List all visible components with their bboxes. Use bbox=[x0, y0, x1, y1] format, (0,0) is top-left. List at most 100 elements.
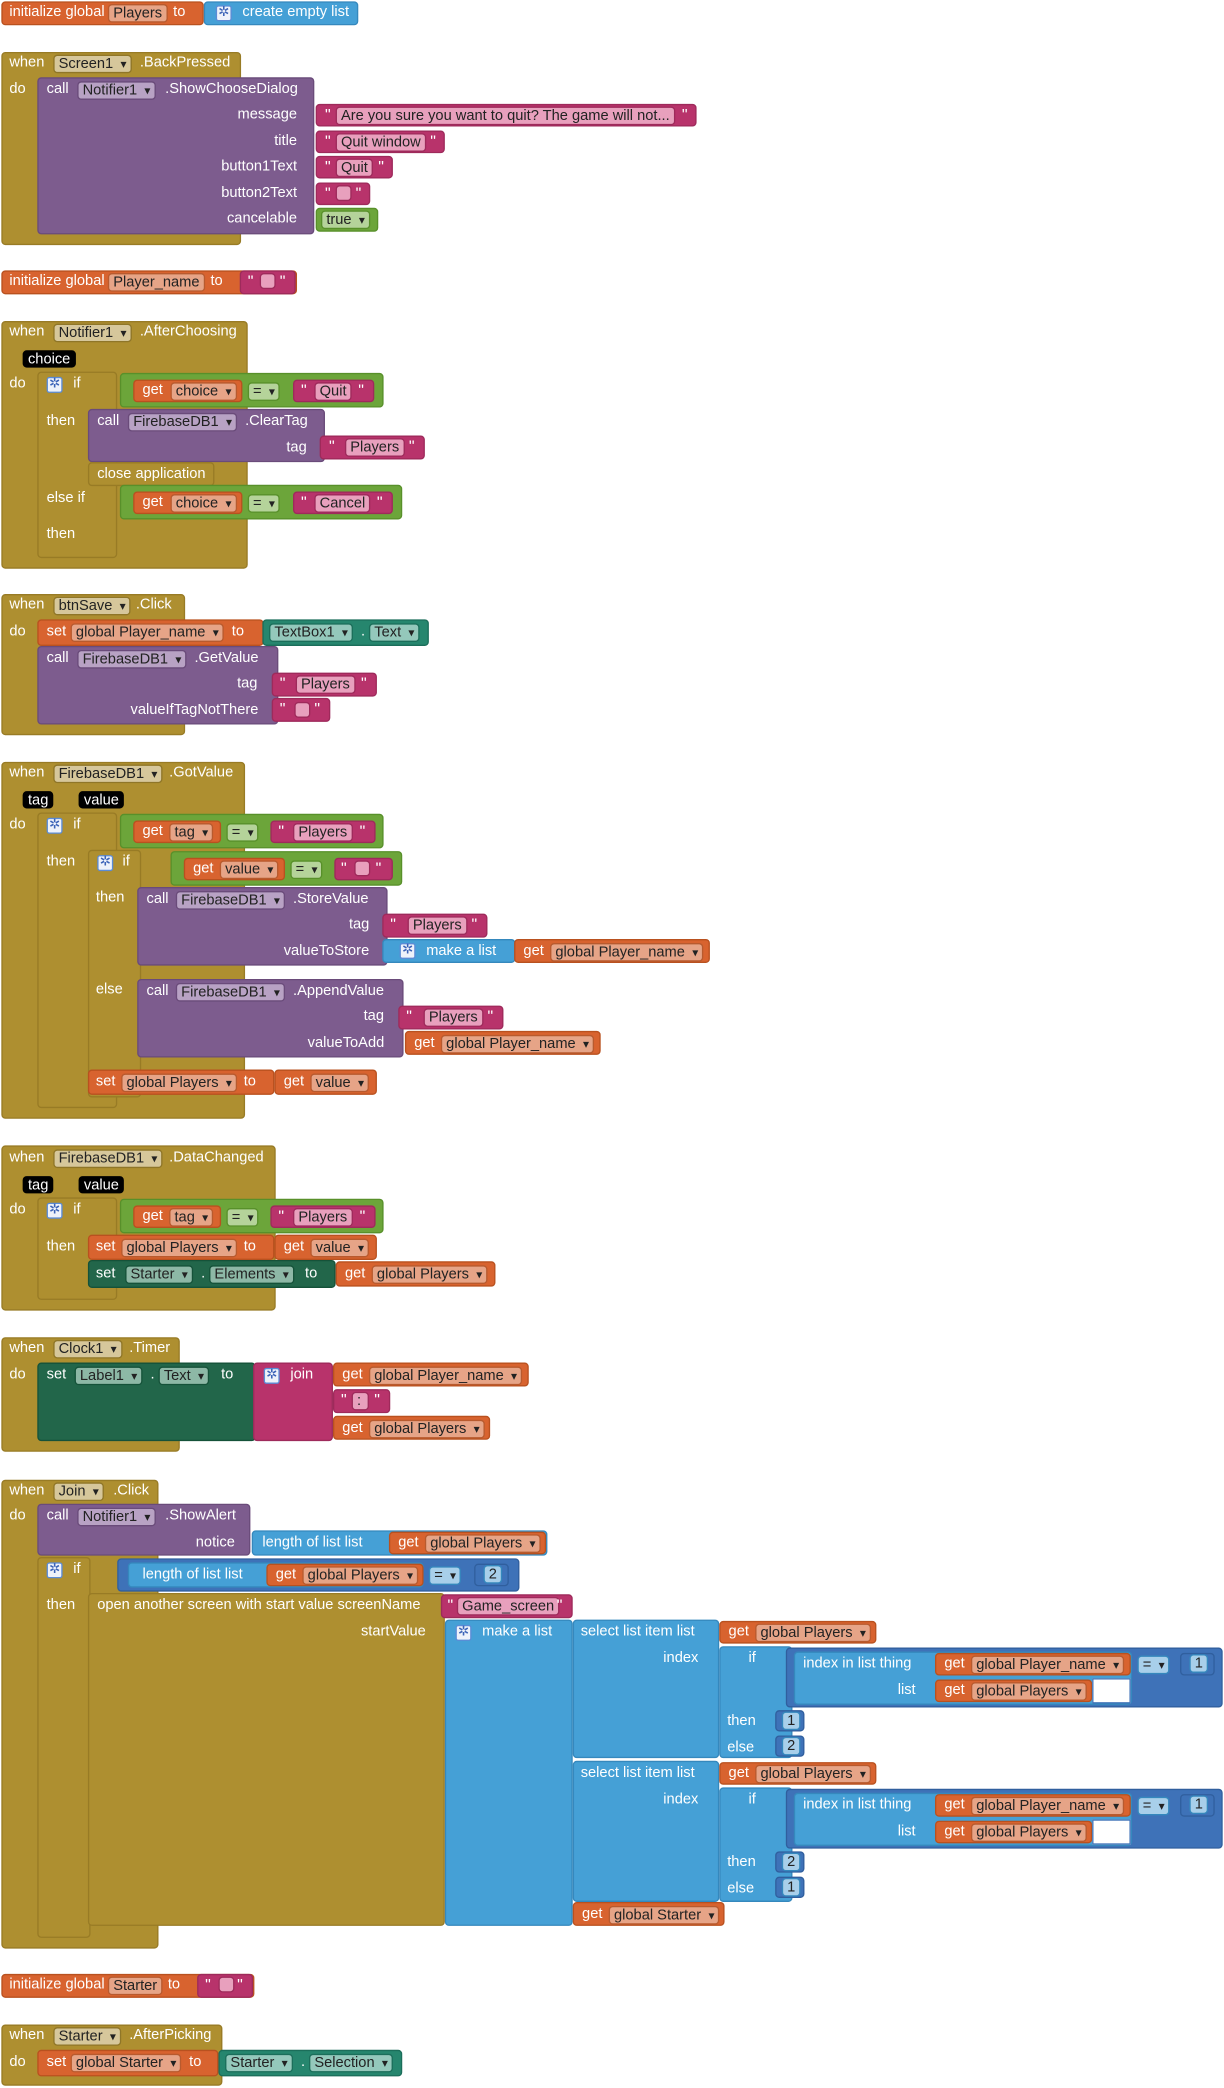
call-showalert-block[interactable] bbox=[37, 1503, 251, 1556]
mutator-gear-icon[interactable]: ✲ bbox=[97, 855, 114, 872]
create-empty-list-block[interactable] bbox=[203, 1, 359, 26]
var-dropdown[interactable]: global Starter bbox=[608, 1905, 720, 1925]
operator-dropdown[interactable]: = bbox=[226, 823, 259, 842]
mutator-gear-icon[interactable]: ✲ bbox=[263, 1367, 280, 1384]
operator-dropdown[interactable]: = bbox=[247, 382, 281, 401]
var-dropdown[interactable]: global Player_name bbox=[550, 942, 704, 962]
title-text-field[interactable]: Quit window bbox=[335, 133, 427, 152]
text-field[interactable]: Players bbox=[293, 1208, 353, 1227]
var-dropdown[interactable]: tag bbox=[169, 1208, 214, 1227]
operator-dropdown[interactable]: = bbox=[290, 860, 323, 880]
var-dropdown[interactable]: choice bbox=[170, 494, 237, 513]
text-field[interactable]: Players bbox=[423, 1008, 484, 1027]
var-dropdown[interactable]: global Players bbox=[302, 1566, 419, 1585]
param-value[interactable]: value bbox=[78, 1176, 125, 1194]
call-showchoosedialog-block[interactable] bbox=[37, 77, 315, 235]
select-list-item-block[interactable] bbox=[572, 1619, 720, 1759]
number-field[interactable]: 1 bbox=[781, 1711, 801, 1731]
mutator-gear-icon[interactable]: ✲ bbox=[46, 817, 63, 834]
component-dropdown[interactable]: Screen1 bbox=[53, 54, 132, 74]
message-text-field[interactable]: Are you sure you want to quit? The game … bbox=[335, 106, 676, 126]
open-another-screen-block[interactable] bbox=[87, 1592, 445, 1926]
number-field[interactable]: 1 bbox=[1189, 1654, 1209, 1673]
if-block[interactable] bbox=[37, 1556, 91, 1938]
var-dropdown[interactable]: global Player_name bbox=[440, 1034, 595, 1054]
var-name-starter[interactable]: Starter bbox=[107, 1976, 163, 1996]
var-dropdown[interactable]: global Players bbox=[970, 1682, 1087, 1701]
var-dropdown[interactable]: global Player_name bbox=[970, 1796, 1125, 1816]
text-field[interactable]: Players bbox=[293, 823, 353, 842]
firebase-dropdown[interactable]: FirebaseDB1 bbox=[127, 412, 238, 432]
var-dropdown[interactable]: global Players bbox=[121, 1238, 238, 1258]
select-list-item-block[interactable] bbox=[572, 1760, 720, 1902]
empty-text-field[interactable] bbox=[218, 1976, 235, 1993]
mutator-gear-icon[interactable]: ✲ bbox=[46, 376, 63, 393]
operator-dropdown[interactable]: = bbox=[1137, 1796, 1170, 1816]
component-dropdown[interactable]: Clock1 bbox=[53, 1339, 123, 1359]
empty-text-field[interactable] bbox=[335, 185, 352, 202]
text-field[interactable]: : bbox=[351, 1391, 369, 1411]
var-dropdown[interactable]: tag bbox=[169, 823, 214, 842]
var-dropdown[interactable]: choice bbox=[170, 382, 237, 401]
empty-text-field[interactable] bbox=[354, 860, 371, 877]
listpicker-dropdown[interactable]: Starter bbox=[225, 2053, 294, 2073]
property-dropdown[interactable]: Selection bbox=[309, 2053, 394, 2073]
boolean-dropdown[interactable]: true bbox=[320, 210, 371, 230]
component-dropdown[interactable]: Starter bbox=[125, 1265, 194, 1284]
property-dropdown[interactable]: Text bbox=[368, 623, 420, 642]
make-a-list-block[interactable] bbox=[444, 1619, 573, 1926]
var-dropdown[interactable]: global Starter bbox=[70, 2053, 182, 2073]
var-dropdown[interactable]: value bbox=[310, 1238, 370, 1258]
mutator-gear-icon[interactable]: ✲ bbox=[455, 1624, 472, 1641]
var-dropdown[interactable]: global Players bbox=[755, 1623, 872, 1643]
var-dropdown[interactable]: global Player_name bbox=[970, 1655, 1125, 1675]
property-dropdown[interactable]: Elements bbox=[209, 1265, 295, 1284]
if-else-block[interactable] bbox=[87, 849, 142, 1098]
component-dropdown[interactable]: Label1 bbox=[74, 1366, 143, 1386]
var-dropdown[interactable]: global Players bbox=[371, 1265, 488, 1284]
number-field[interactable]: 1 bbox=[781, 1877, 801, 1897]
mutator-gear-icon[interactable]: ✲ bbox=[399, 942, 416, 959]
operator-dropdown[interactable]: = bbox=[428, 1566, 462, 1585]
notifier-dropdown[interactable]: Notifier1 bbox=[77, 81, 156, 100]
param-tag[interactable]: tag bbox=[22, 791, 54, 809]
property-dropdown[interactable]: Text bbox=[158, 1366, 210, 1386]
empty-text-field[interactable] bbox=[259, 273, 276, 290]
var-dropdown[interactable]: global Player_name bbox=[368, 1366, 523, 1386]
param-choice[interactable]: choice bbox=[22, 350, 76, 368]
component-dropdown[interactable]: btnSave bbox=[53, 596, 132, 616]
var-dropdown[interactable]: global Players bbox=[970, 1823, 1087, 1843]
firebase-dropdown[interactable]: FirebaseDB1 bbox=[77, 649, 187, 669]
empty-text-field[interactable] bbox=[294, 701, 311, 718]
text-field[interactable]: Players bbox=[344, 438, 405, 457]
textbox-dropdown[interactable]: TextBox1 bbox=[269, 623, 354, 642]
firebase-dropdown[interactable]: FirebaseDB1 bbox=[175, 982, 286, 1002]
number-field[interactable]: 2 bbox=[483, 1564, 503, 1584]
var-name-players[interactable]: Players bbox=[107, 3, 168, 23]
operator-dropdown[interactable]: = bbox=[226, 1208, 259, 1227]
button1-text-field[interactable]: Quit bbox=[335, 158, 374, 178]
var-dropdown[interactable]: value bbox=[310, 1073, 370, 1093]
var-dropdown[interactable]: global Players bbox=[368, 1419, 485, 1439]
param-tag[interactable]: tag bbox=[22, 1176, 54, 1194]
operator-dropdown[interactable]: = bbox=[247, 494, 281, 513]
text-field[interactable]: Players bbox=[295, 675, 356, 694]
text-field[interactable]: Quit bbox=[314, 382, 352, 401]
firebase-dropdown[interactable]: FirebaseDB1 bbox=[175, 891, 286, 910]
component-dropdown[interactable]: Notifier1 bbox=[53, 323, 132, 343]
component-dropdown[interactable]: FirebaseDB1 bbox=[53, 764, 163, 784]
notifier-dropdown[interactable]: Notifier1 bbox=[77, 1507, 156, 1527]
var-dropdown[interactable]: global Player_name bbox=[70, 623, 225, 642]
mutator-gear-icon[interactable]: ✲ bbox=[215, 5, 232, 22]
number-field[interactable]: 1 bbox=[1189, 1795, 1209, 1815]
number-field[interactable]: 2 bbox=[781, 1852, 801, 1872]
var-dropdown[interactable]: global Players bbox=[424, 1534, 541, 1553]
var-dropdown[interactable]: value bbox=[219, 860, 279, 880]
component-dropdown[interactable]: FirebaseDB1 bbox=[53, 1149, 163, 1169]
mutator-gear-icon[interactable]: ✲ bbox=[46, 1562, 63, 1579]
number-field[interactable]: 2 bbox=[781, 1736, 801, 1756]
text-field[interactable]: Game_screen bbox=[456, 1596, 560, 1616]
mutator-gear-icon[interactable]: ✲ bbox=[46, 1202, 63, 1219]
component-dropdown[interactable]: Join bbox=[53, 1482, 105, 1502]
var-name-player-name[interactable]: Player_name bbox=[107, 273, 205, 292]
